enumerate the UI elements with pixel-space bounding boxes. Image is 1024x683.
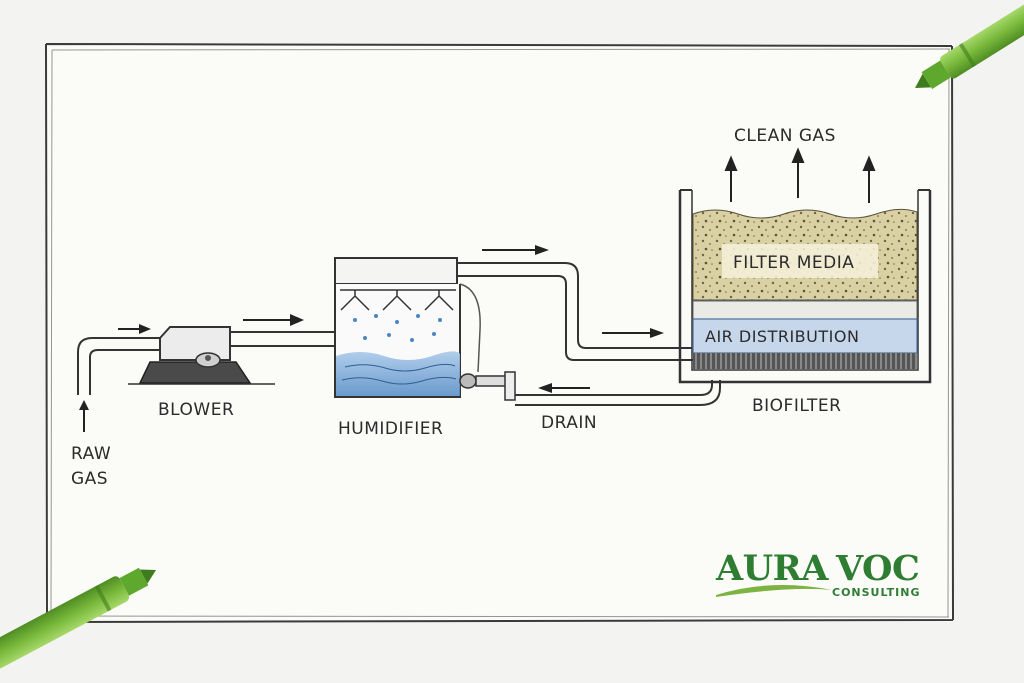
water-droplets xyxy=(353,314,442,342)
blower-outlet-arrow xyxy=(243,314,304,326)
blower-label: BLOWER xyxy=(158,400,234,420)
raw-gas-arrow xyxy=(79,400,89,432)
raw-gas-label-line1: RAW xyxy=(71,444,111,464)
clean-gas-label: CLEAN GAS xyxy=(734,126,836,146)
logo-tagline: CONSULTING xyxy=(832,586,921,599)
drain-label: DRAIN xyxy=(541,413,597,433)
humidifier-label: HUMIDIFIER xyxy=(338,419,443,439)
raw-gas-label-line2: GAS xyxy=(71,469,108,489)
green-pen-bottom-left-icon xyxy=(0,567,156,673)
drain-line xyxy=(515,380,721,406)
blower xyxy=(128,326,275,385)
filter-media-layer xyxy=(692,208,918,301)
humidifier xyxy=(334,257,516,401)
filter-media-label: FILTER MEDIA xyxy=(733,253,854,273)
air-distribution-layer xyxy=(692,300,918,369)
raw-gas-inlet-pipe xyxy=(77,337,160,395)
green-pen-top-right-icon xyxy=(915,0,1024,90)
aura-voc-logo: AURA VOC CONSULTING xyxy=(715,548,921,599)
biofilter-inlet-arrow xyxy=(602,328,664,338)
air-distribution-label: AIR DISTRIBUTION xyxy=(705,327,859,346)
clean-gas-arrows xyxy=(724,147,876,203)
blower-to-humidifier-pipe xyxy=(230,331,335,347)
biofilter-label: BIOFILTER xyxy=(752,396,841,416)
drain-arrow xyxy=(538,383,590,393)
logo-name-part2: VOC xyxy=(835,548,919,589)
inlet-flow-arrow xyxy=(118,324,151,334)
logo-name-part1: AURA xyxy=(715,548,829,589)
drain-valve-icon xyxy=(459,371,516,401)
humidifier-outlet-arrow xyxy=(482,245,549,255)
biofilter xyxy=(678,189,932,384)
logo-swoosh xyxy=(716,585,832,597)
humidifier-to-biofilter-pipe xyxy=(457,262,695,361)
spray-nozzle-icon xyxy=(340,289,456,311)
